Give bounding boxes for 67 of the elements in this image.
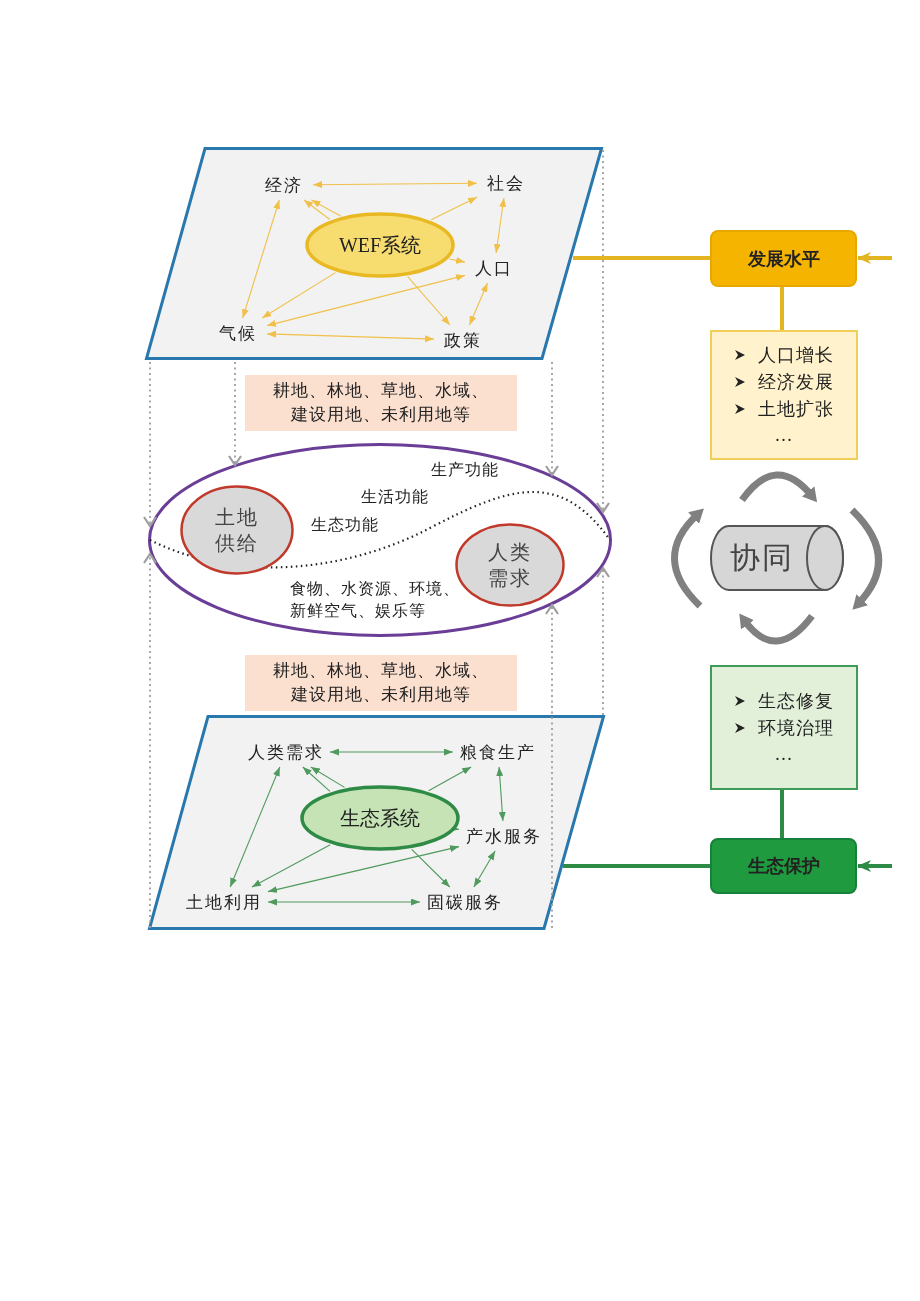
dotted-arrow [227,361,243,467]
circle-node: 土地供给 [180,485,294,575]
arrow [857,860,892,872]
category-box: 发展水平 [710,230,857,287]
arrow [493,197,507,254]
arrow [411,848,451,888]
list-box [710,665,858,790]
dotted-arrow [544,603,560,929]
arrow [312,179,478,189]
connector-line [573,256,710,260]
connector-line [780,287,784,330]
arrow [310,766,346,788]
arrow [251,844,331,888]
function-label: 生产功能 [431,460,499,480]
land-type-box: 耕地、林地、草地、水域、建设用地、未利用地等 [245,655,517,711]
arrow [267,845,460,893]
factor-label: 粮食生产 [456,739,540,765]
arrow [302,766,331,792]
list-item-text: 生态修复 [758,689,834,713]
factor-label: 人类需求 [245,739,327,765]
arrow [303,199,331,221]
arrow [261,272,337,319]
list-box [710,330,858,460]
arrow [266,274,466,327]
connector-line [563,864,710,868]
factor-label: 气候 [212,320,264,346]
factor-label: 社会 [480,170,532,196]
arrow [857,252,892,264]
arrow [266,330,435,343]
factor-label: 土地利用 [183,889,265,915]
factor-label: 经济 [258,172,310,198]
arrow [242,199,280,319]
factor-label: 产水服务 [462,823,546,849]
function-label: 生态功能 [311,515,379,535]
dotted-arrow [595,566,611,716]
list-item-text: 环境治理 [758,716,834,740]
arrow [329,748,454,756]
arrow [310,199,342,217]
list-item-text: 土地扩张 [758,397,834,421]
land-type-box: 耕地、林地、草地、水域、建设用地、未利用地等 [245,375,517,431]
arrow [407,276,451,326]
arrow [496,766,506,822]
factor-label: 人口 [468,255,520,281]
dotted-arrow [595,149,611,514]
system-ellipse: WEF系统 [305,212,455,278]
list-item-text: 经济发展 [758,370,834,394]
list-item-text: 人口增长 [758,343,834,367]
arrow [428,766,472,792]
cylinder-shape: 协同 [707,523,847,593]
dotted-arrow [142,361,158,528]
arrow [473,850,496,888]
arrow [468,282,489,326]
arrow [448,256,466,264]
dotted-arrow [142,552,158,929]
dotted-arrow [544,361,560,477]
factor-label: 政策 [437,327,489,353]
ellipsis-text: … [774,744,794,765]
ellipsis-text: … [774,425,794,446]
factor-label: 固碳服务 [423,889,507,915]
circle-node: 人类需求 [455,523,565,607]
system-ellipse: 生态系统 [300,785,460,851]
category-box: 生态保护 [710,838,857,894]
function-label: 生活功能 [361,487,429,507]
connector-line [780,790,784,838]
arrow [430,196,478,221]
arrow [267,898,421,906]
arrow [229,766,281,888]
